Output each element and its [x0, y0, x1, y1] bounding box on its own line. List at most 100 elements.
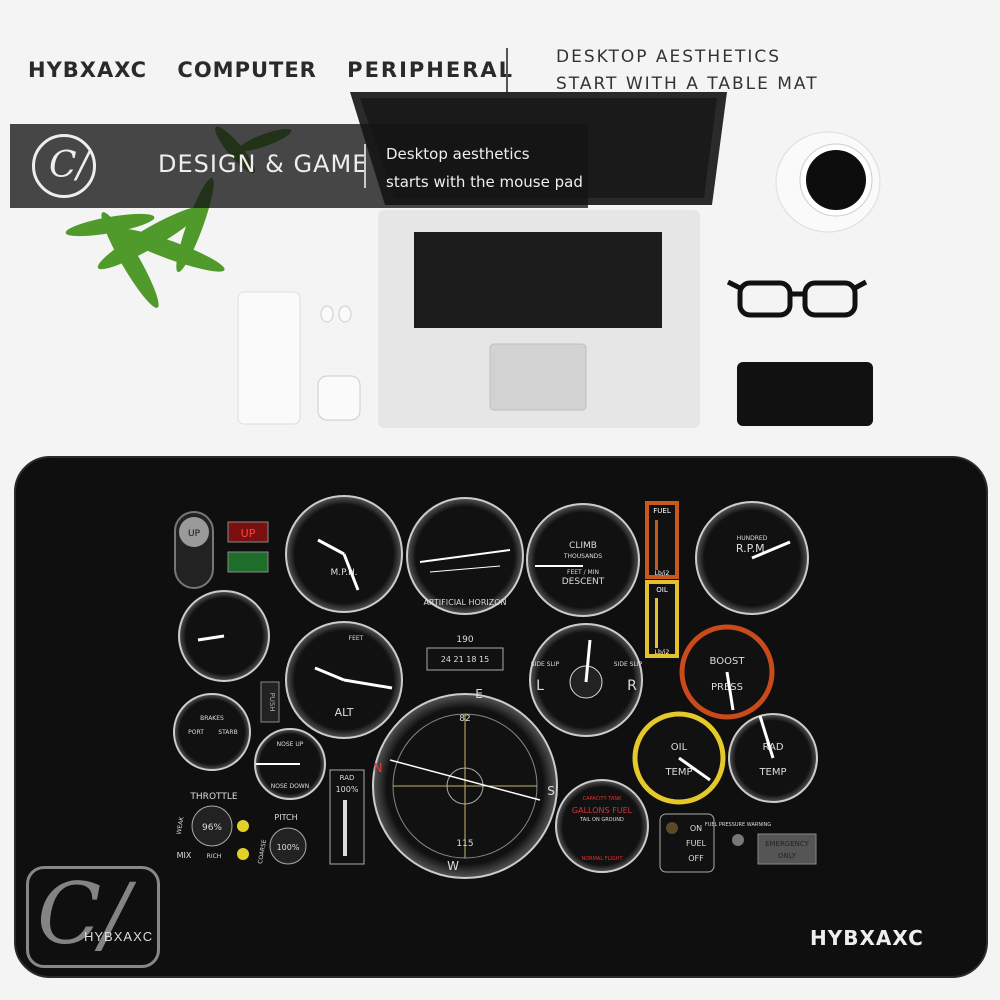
turn-slip-gauge: SIDE SLIP SIDE SLIP L R: [529, 623, 643, 737]
banner-title: DESIGN & GAME: [158, 150, 369, 178]
compass-n-label: N: [374, 761, 383, 775]
oil-gauge: OIL Lb/i2: [645, 580, 679, 658]
rad-percent: 100%: [336, 785, 359, 794]
oil-lbs-label: Lb/i2: [655, 649, 670, 656]
alt-feet-label: FEET: [349, 635, 364, 642]
rich-label: RICH: [207, 853, 222, 860]
heading-strip: 190 24 21 18 15: [426, 635, 504, 671]
fuel-switch[interactable]: ON FUEL OFF: [659, 813, 715, 873]
banner-sub-1: Desktop aesthetics: [386, 145, 530, 163]
rad-temp-temp-label: TEMP: [758, 767, 786, 778]
watermark-mark: C/: [37, 865, 130, 963]
coarse-label: COARSE: [257, 839, 268, 865]
mat-brand-left: HYBXAXC: [84, 929, 154, 944]
rpm-gauge: HUNDRED R.P.M.: [695, 501, 809, 615]
brand-line: HYBXAXC COMPUTER PERIPHERAL: [28, 58, 536, 82]
port-label: PORT: [188, 729, 204, 736]
climb-label: CLIMB: [569, 541, 597, 551]
fuel-on-label: ON: [690, 824, 702, 833]
banner-subtitle: Desktop aesthetics starts with the mouse…: [386, 140, 583, 196]
compass-gauge: 82 115 E S W N: [372, 687, 558, 879]
oil-label: OIL: [656, 586, 668, 594]
rad-temp-rad-label: RAD: [762, 742, 783, 753]
gear-up-light-label: UP: [241, 527, 256, 540]
fuel-lbs-label: Lb/i2: [655, 570, 670, 577]
climb-gauge: CLIMB THOUSANDS FEET / MIN DESCENT: [526, 503, 640, 617]
banner-divider: [364, 144, 366, 188]
warning-light: [732, 834, 744, 846]
feet-min-label: FEET / MIN: [567, 569, 599, 576]
brand-computer: COMPUTER: [177, 58, 317, 82]
brand-peripheral: PERIPHERAL: [347, 58, 515, 82]
watermark-logo: C/: [26, 865, 160, 968]
throttle-control[interactable]: THROTTLE 96% WEAK RICH MIX: [176, 792, 249, 860]
compass-115-label: 115: [456, 839, 473, 849]
power-bank-icon: [237, 291, 301, 425]
rad-gauge: RAD 100%: [329, 769, 365, 865]
thousands-label: THOUSANDS: [563, 553, 602, 560]
banner-sub-2: starts with the mouse pad: [386, 173, 583, 191]
side-slip-right-label: SIDE SLIP: [614, 661, 643, 668]
only-label: ONLY: [778, 852, 797, 860]
tagline-2: START WITH A TABLE MAT: [556, 74, 819, 94]
tagline: DESKTOP AESTHETICS START WITH A TABLE MA…: [556, 44, 819, 98]
brakes-gauge: BRAKES PORT STARB: [173, 693, 251, 771]
starb-label: STARB: [218, 729, 237, 736]
throttle-percent: 96%: [202, 823, 222, 833]
gear-up-light: [227, 521, 269, 543]
turn-left-label: L: [536, 678, 544, 694]
rpm-hundred-label: HUNDRED: [737, 535, 768, 542]
header-divider: [506, 48, 508, 94]
gallons-label: GALLONS FUEL: [572, 806, 633, 815]
fuel-gauge: FUEL Lb/i2: [645, 501, 679, 579]
throttle-label: THROTTLE: [189, 792, 237, 802]
boost-label: BOOST: [710, 656, 746, 667]
push-label: PUSH: [268, 692, 276, 711]
pitch-label: PITCH: [274, 813, 297, 822]
rpm-label: R.P.M.: [736, 542, 768, 555]
oil-temp-gauge: OIL TEMP: [632, 711, 726, 805]
pitch-control[interactable]: PITCH 100% COARSE: [257, 813, 307, 865]
gear-switch[interactable]: UP: [174, 511, 214, 589]
tail-on-ground-label: TAIL ON GROUND: [579, 817, 624, 823]
compass-82-label: 82: [459, 714, 470, 724]
rad-temp-gauge: RAD TEMP: [728, 713, 818, 803]
emergency-button[interactable]: EMERGENCY ONLY: [757, 833, 817, 865]
heading-top-label: 190: [456, 635, 473, 645]
tagline-1: DESKTOP AESTHETICS: [556, 47, 782, 67]
earbuds-icon: [317, 305, 361, 421]
clock-gauge: [178, 590, 270, 682]
logo-icon: C/: [32, 134, 96, 198]
alt-label: ALT: [335, 706, 354, 719]
gear-down-light: [227, 551, 269, 573]
side-slip-left-label: SIDE SLIP: [531, 661, 560, 668]
artificial-horizon: ARTIFICIAL HORIZON: [406, 497, 524, 615]
coffee-cup-icon: [775, 131, 881, 233]
logo-mark: C/: [49, 145, 89, 186]
weak-label: WEAK: [176, 815, 186, 835]
mat-brand-right: HYBXAXC: [810, 926, 924, 950]
descent-label: DESCENT: [562, 577, 605, 587]
turn-right-label: R: [627, 678, 637, 694]
compass-w-label: W: [447, 859, 459, 873]
heading-scale-label: 24 21 18 15: [441, 655, 489, 664]
airspeed-unit: M.P.H.: [331, 568, 358, 578]
fuel-off-label: OFF: [688, 854, 704, 863]
press-label: PRESS: [711, 682, 743, 693]
nose-up-label: NOSE UP: [277, 741, 304, 748]
brand-name: HYBXAXC: [28, 58, 148, 82]
compass-e-label: E: [475, 687, 483, 701]
compass-s-label: S: [547, 784, 555, 798]
emergency-label: EMERGENCY: [765, 840, 810, 848]
fuel-pressure-label: FUEL PRESSURE WARNING: [705, 822, 771, 828]
brakes-label: BRAKES: [200, 715, 224, 722]
horizon-label: ARTIFICIAL HORIZON: [423, 598, 506, 607]
boost-gauge: BOOST PRESS: [679, 624, 775, 720]
dark-banner: C/ DESIGN & GAME Desktop aesthetics star…: [10, 124, 588, 208]
top-banner: HYBXAXC COMPUTER PERIPHERAL DESKTOP AEST…: [0, 0, 1000, 120]
push-button[interactable]: [260, 681, 280, 723]
oil-temp-oil-label: OIL: [671, 742, 688, 753]
capacity-label: CAPACITY TANK: [583, 796, 622, 802]
fuel-label: FUEL: [653, 507, 671, 515]
